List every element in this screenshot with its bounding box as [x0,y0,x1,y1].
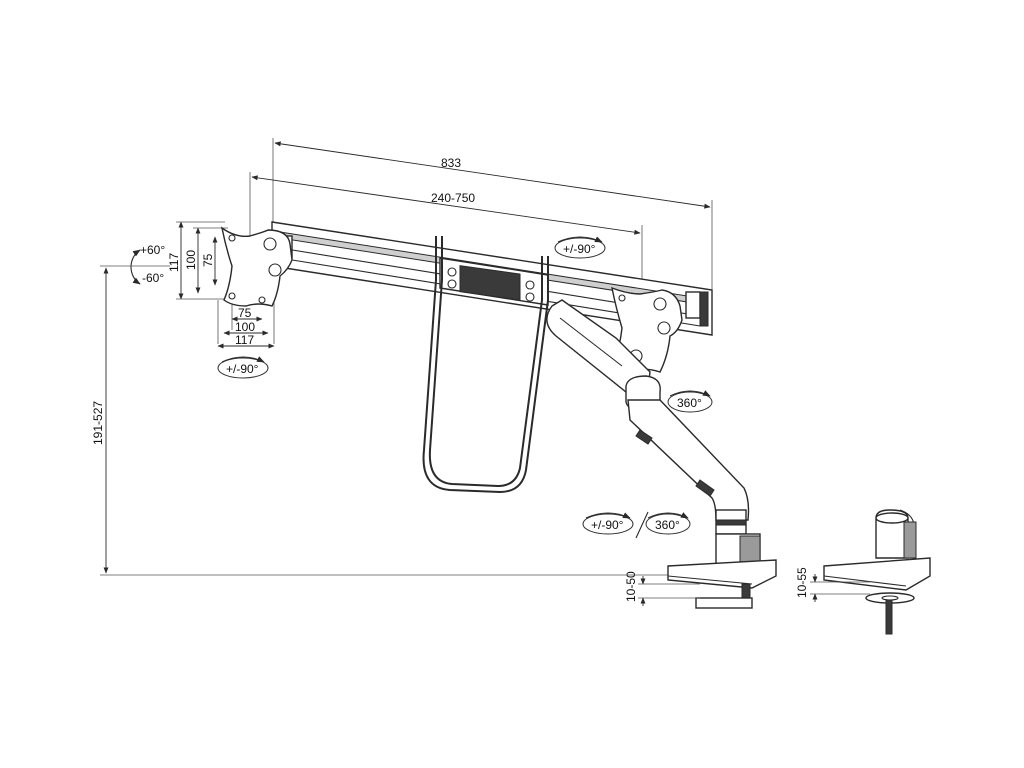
desk-clamp-label: 10-50 [624,571,638,602]
tilt-indicator: +60° -60° [130,243,165,285]
rail-range-dimension: 240-750 [249,172,643,290]
head-rotate-badge: 360° [667,390,713,413]
vesa-100-vertical-label: 100 [184,250,198,270]
height-range-dimension: 191-527 [91,265,668,576]
rail-range-label: 240-750 [431,191,475,205]
vesa-100-horizontal-label: 100 [235,320,255,334]
vesa-vertical-dimensions: 117 100 75 [167,221,228,300]
vesa-117-vertical-label: 117 [167,253,181,272]
left-vesa-plate [220,226,293,307]
rail-rotate-label: +/-90° [563,242,596,256]
base-tilt-label: +/-90° [591,518,624,532]
base-tilt-badge: +/-90° [582,512,634,535]
monitor-arm [546,299,777,609]
plate-swivel-badge: +/-90° [217,356,269,379]
grommet-label: 10-55 [795,567,809,598]
vesa-117-horizontal-label: 117 [235,333,254,347]
overall-width-label: 833 [441,156,461,170]
crossbar-rail [271,221,713,336]
base-rotate-label: 360° [655,518,680,532]
tilt-up-label: +60° [140,243,165,257]
vesa-horizontal-dimensions: 75 100 117 [217,300,275,349]
grommet-dimension: 10-55 [795,567,870,602]
tilt-down-label: -60° [142,271,164,285]
plate-swivel-label: +/-90° [226,362,259,376]
vesa-75-vertical-label: 75 [201,253,215,267]
vesa-75-horizontal-label: 75 [238,306,252,320]
grommet-mount [823,509,931,635]
head-rotate-label: 360° [677,396,702,410]
handle [422,236,549,494]
badge-separator [635,511,649,539]
height-range-label: 191-527 [91,401,105,445]
rail-rotate-badge: +/-90° [554,236,606,259]
base-rotate-badge: 360° [645,512,691,535]
desk-clamp-dimension: 10-50 [624,571,700,606]
